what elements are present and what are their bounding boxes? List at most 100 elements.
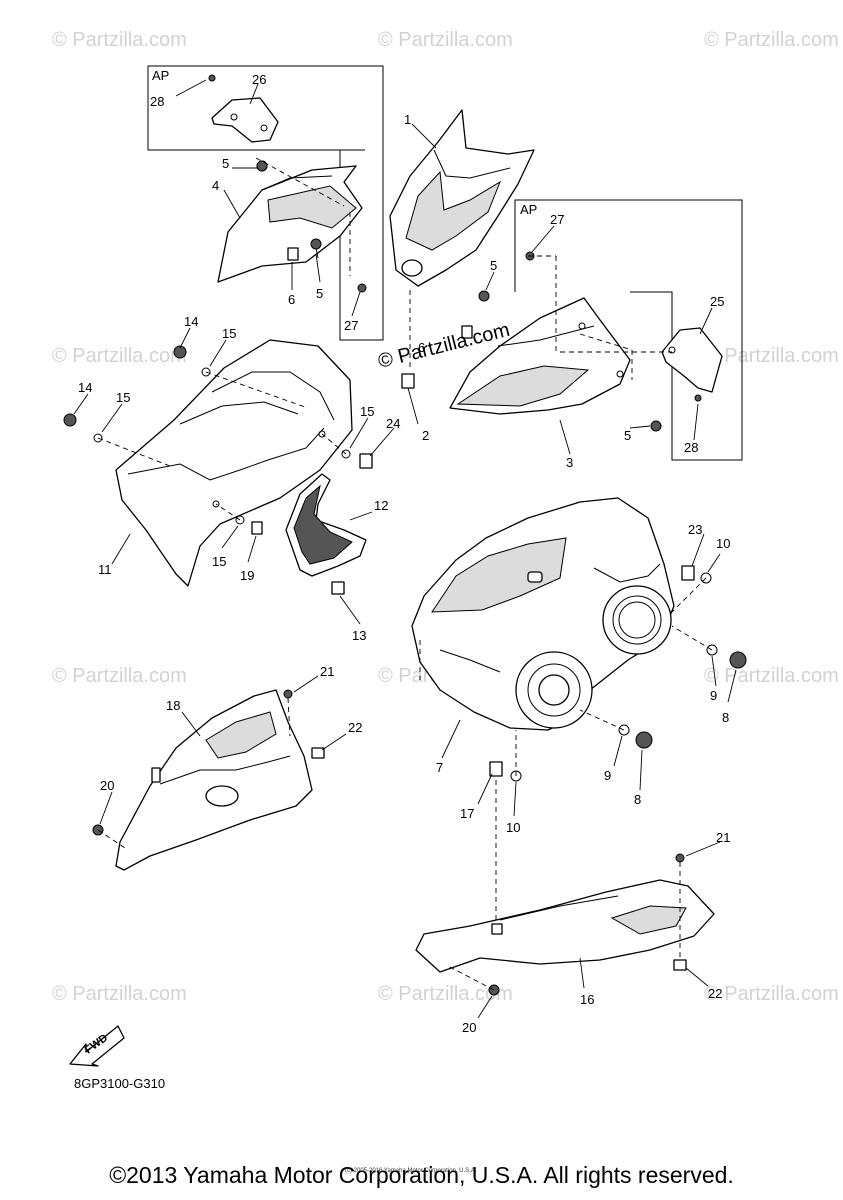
part-16-lower-cover: [415, 879, 715, 973]
callout-28: 28: [150, 94, 164, 109]
screw-14: [63, 413, 77, 427]
washer-15: [93, 433, 103, 443]
callout-19: 19: [240, 568, 254, 583]
callout-7: 7: [436, 760, 443, 775]
callout-6: 6: [288, 292, 295, 307]
callout-28: 28: [684, 440, 698, 455]
callout-11: 11: [98, 562, 112, 577]
bolt-5: [310, 238, 322, 250]
watermark: © Partzilla.com: [52, 29, 187, 51]
assembly-lines: [97, 157, 713, 991]
callout-26: 26: [252, 72, 266, 87]
nut-23: [681, 565, 695, 581]
callout-8: 8: [722, 710, 729, 725]
callout-6: 6: [418, 340, 425, 355]
diagram-code: 8GP3100-G310: [74, 1076, 165, 1091]
bolt-27: [357, 283, 367, 293]
watermark: © Partzilla.com: [52, 983, 187, 1005]
washer-9: [706, 644, 718, 656]
watermark: © Partzilla.com: [52, 665, 187, 687]
callout-4: 4: [212, 178, 219, 193]
bolt-5: [650, 420, 662, 432]
callout-15: 15: [222, 326, 236, 341]
callout-14: 14: [184, 314, 198, 329]
bolt-5: [478, 290, 490, 302]
leader-lines: [73, 79, 737, 1019]
bolt-5: [256, 160, 268, 172]
callout-9: 9: [604, 768, 611, 783]
watermark: © Partzilla.com: [378, 983, 513, 1005]
callout-27: 27: [344, 318, 358, 333]
nut-6: [461, 325, 473, 339]
callout-15: 15: [116, 390, 130, 405]
screw-14: [173, 345, 187, 359]
callout-22: 22: [348, 720, 362, 735]
watermark: © Partzilla.com: [704, 29, 839, 51]
callout-22: 22: [708, 986, 722, 1001]
clip-2: [401, 373, 415, 389]
callout-15: 15: [212, 554, 226, 569]
callout-5: 5: [490, 258, 497, 273]
washer-15: [201, 367, 211, 377]
callout-18: 18: [166, 698, 180, 713]
copyright-notice: ©2013 Yamaha Motor Corporation, U.S.A. A…: [109, 1162, 734, 1188]
watermark: © Partzilla.com: [704, 983, 839, 1005]
watermark: © Partzilla.com: [704, 665, 839, 687]
callout-10: 10: [506, 820, 520, 835]
callout-20: 20: [100, 778, 114, 793]
callout-14: 14: [78, 380, 92, 395]
part-1-front-cowl: [389, 109, 535, 287]
bolt-8: [729, 651, 747, 669]
part-18-lower-cover: [115, 689, 313, 871]
nut-19: [251, 521, 263, 535]
callout-20: 20: [462, 1020, 476, 1035]
washer-10: [700, 572, 712, 584]
callout-2: 2: [422, 428, 429, 443]
watermark: © Partzilla.com: [378, 29, 513, 51]
callout-5: 5: [624, 428, 631, 443]
fwd-arrow-icon: FWD: [69, 1025, 125, 1067]
washer-15: [235, 515, 245, 525]
washer-9: [618, 724, 630, 736]
callout-5: 5: [222, 156, 229, 171]
callout-10: 10: [716, 536, 730, 551]
part-26-cover: [208, 74, 279, 143]
ap-label: AP: [152, 68, 169, 83]
screw-21: [675, 853, 685, 863]
nut-22: [673, 959, 687, 971]
callout-16: 16: [580, 992, 594, 1007]
callout-1: 1: [404, 112, 411, 127]
callout-12: 12: [374, 498, 388, 513]
screw-21: [283, 689, 293, 699]
ap-box-left: AP: [147, 65, 384, 341]
callout-15: 15: [360, 404, 374, 419]
watermark: © Partzilla.com: [704, 345, 839, 367]
ap-box-right: AP: [514, 199, 743, 461]
watermark: © Partzilla.com: [52, 345, 187, 367]
part-12-grille: [285, 473, 367, 577]
small-copyright: (c) 2005-2016 Yamaha Motor Corporation, …: [345, 1168, 477, 1174]
callout-27: 27: [550, 212, 564, 227]
callout-23: 23: [688, 522, 702, 537]
callout-13: 13: [352, 628, 366, 643]
ap-label: AP: [520, 202, 537, 217]
callout-5: 5: [316, 286, 323, 301]
callout-8: 8: [634, 792, 641, 807]
part-7-case-cover: [411, 497, 675, 731]
callout-21: 21: [716, 830, 730, 845]
callout-25: 25: [710, 294, 724, 309]
callouts: 1 2 3 4 5 5 5 5 6 6 7 8 8 9 9 10 10 11 1…: [78, 72, 730, 1035]
nut-24: [359, 453, 373, 469]
nut-17: [489, 761, 503, 777]
part-3-side-cover: [449, 297, 631, 415]
washer-15: [341, 449, 351, 459]
part-11-inner-cover: [115, 339, 353, 587]
part-25-cover: [661, 327, 723, 402]
callout-21: 21: [320, 664, 334, 679]
callout-24: 24: [386, 416, 400, 431]
callout-17: 17: [460, 806, 474, 821]
clip-13: [331, 581, 345, 595]
bolt-8: [635, 731, 653, 749]
callout-9: 9: [710, 688, 717, 703]
